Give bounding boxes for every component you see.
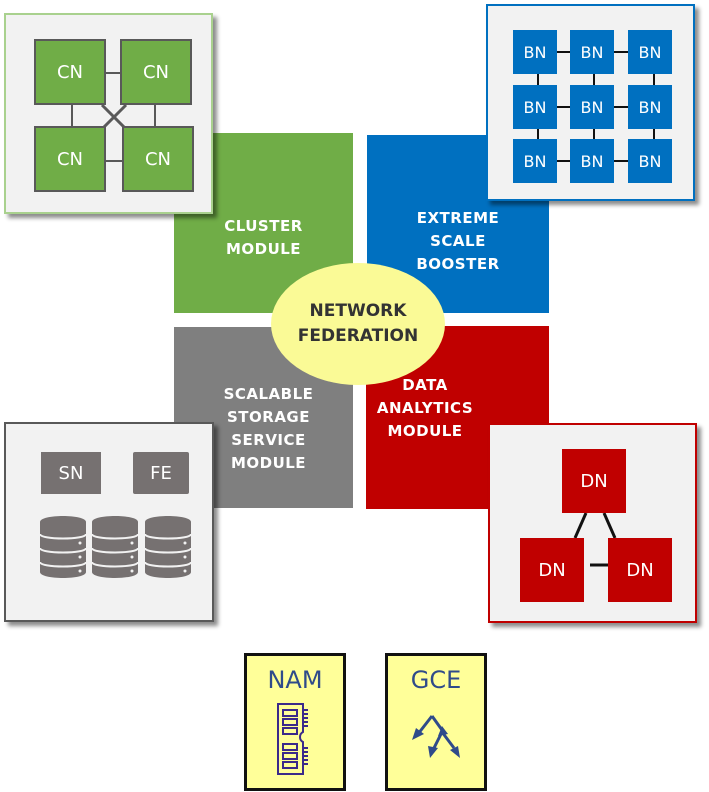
booster-node: BN xyxy=(570,85,614,129)
database-icon xyxy=(40,516,87,579)
network-federation-label-1: NETWORK xyxy=(309,301,407,321)
storage-nodes-panel: SN FE xyxy=(4,422,214,622)
nam-tool: NAM xyxy=(244,653,346,791)
storage-module-label-1: SCALABLE xyxy=(223,385,314,403)
branching-arrows-icon xyxy=(412,715,460,758)
booster-node: BN xyxy=(570,30,614,74)
booster-node: BN xyxy=(628,85,672,129)
booster-links xyxy=(537,51,655,162)
database-icon xyxy=(91,516,139,579)
booster-nodes-panel: BN BN BN BN BN BN BN BN BN xyxy=(486,4,695,201)
nam-label: NAM xyxy=(267,666,323,694)
gce-label: GCE xyxy=(410,666,462,694)
database-icon xyxy=(144,516,192,579)
analytics-nodes-panel: DN DN DN xyxy=(488,423,697,623)
gce-tool: GCE xyxy=(385,653,487,791)
cluster-node: CN xyxy=(34,126,106,192)
analytics-node: DN xyxy=(520,538,584,602)
analytics-node: DN xyxy=(562,449,626,513)
storage-node-fe: FE xyxy=(133,452,189,494)
booster-module-label-1: EXTREME xyxy=(416,209,500,227)
analytics-module-label-1: DATA xyxy=(402,376,448,394)
database-icons xyxy=(40,516,192,579)
storage-module-label-4: MODULE xyxy=(230,454,307,472)
booster-node: BN xyxy=(628,139,672,183)
booster-node: BN xyxy=(513,139,557,183)
booster-node: BN xyxy=(628,30,672,74)
storage-module-label-3: SERVICE xyxy=(231,431,306,449)
storage-node-sn: SN xyxy=(41,452,101,494)
booster-node: BN xyxy=(570,139,614,183)
network-federation: NETWORK FEDERATION xyxy=(271,263,445,385)
booster-node: BN xyxy=(513,85,557,129)
cluster-node: CN xyxy=(120,39,192,105)
analytics-module-label-2: ANALYTICS xyxy=(376,399,474,417)
booster-module-label-3: BOOSTER xyxy=(416,255,500,273)
cluster-node: CN xyxy=(122,126,194,192)
analytics-node: DN xyxy=(608,538,672,602)
memory-module-icon xyxy=(277,703,308,775)
cluster-module-label-1: CLUSTER xyxy=(224,217,303,235)
cluster-nodes-panel: CN CN CN CN xyxy=(4,13,213,214)
network-federation-label-2: FEDERATION xyxy=(297,326,419,346)
cluster-module-label-2: MODULE xyxy=(225,240,302,258)
booster-module-label-2: SCALE xyxy=(430,232,486,250)
cluster-node: CN xyxy=(34,39,106,105)
booster-node: BN xyxy=(513,30,557,74)
storage-module-label-2: STORAGE xyxy=(226,408,310,426)
analytics-module-label-3: MODULE xyxy=(387,422,463,440)
